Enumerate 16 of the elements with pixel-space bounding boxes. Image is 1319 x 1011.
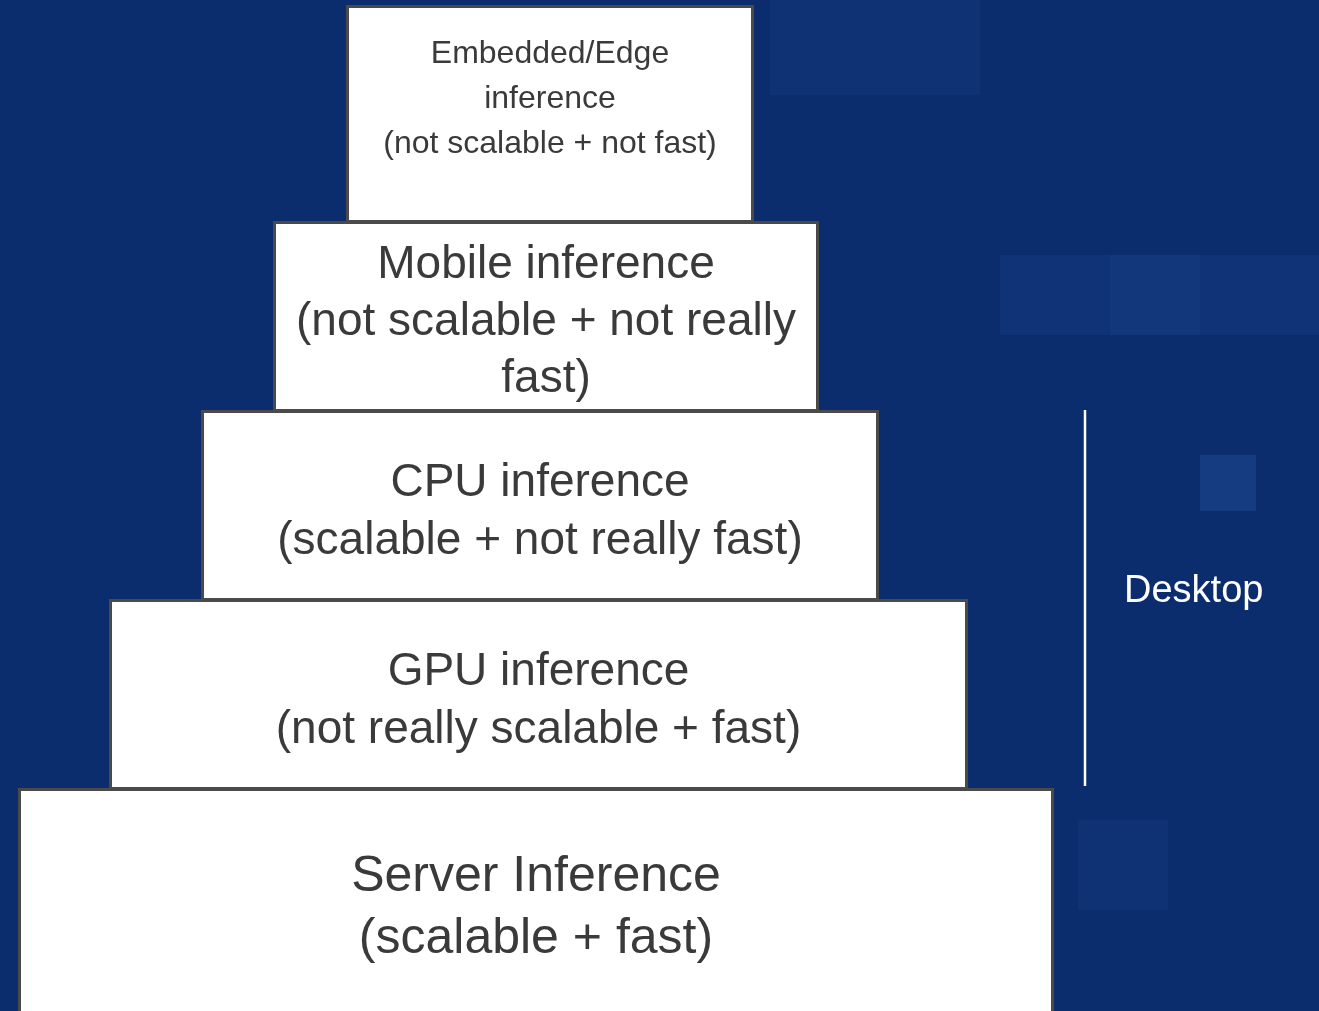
- pyramid-tier: [18, 788, 1054, 1011]
- tier-description: (not really scalable + fast): [275, 700, 802, 755]
- tier-title: CPU inference: [390, 453, 690, 508]
- pyramid-tier: [346, 5, 754, 223]
- tier-title: Server Inference: [351, 845, 721, 904]
- tier-title: Mobile inference: [377, 235, 715, 290]
- pyramid-tier: [273, 221, 819, 412]
- tier-title: GPU inference: [387, 642, 690, 697]
- tier-title: Embedded/Edge inference: [429, 33, 671, 117]
- tier-description: (scalable + not really fast): [277, 511, 803, 566]
- tier-description: (not scalable + not fast): [383, 123, 717, 162]
- tier-description: (scalable + fast): [358, 907, 714, 966]
- pyramid-tier: [109, 599, 968, 790]
- pyramid-tier: [201, 410, 879, 601]
- group-label: Desktop: [1124, 567, 1264, 612]
- tier-description: (not scalable + not really fast): [295, 292, 797, 404]
